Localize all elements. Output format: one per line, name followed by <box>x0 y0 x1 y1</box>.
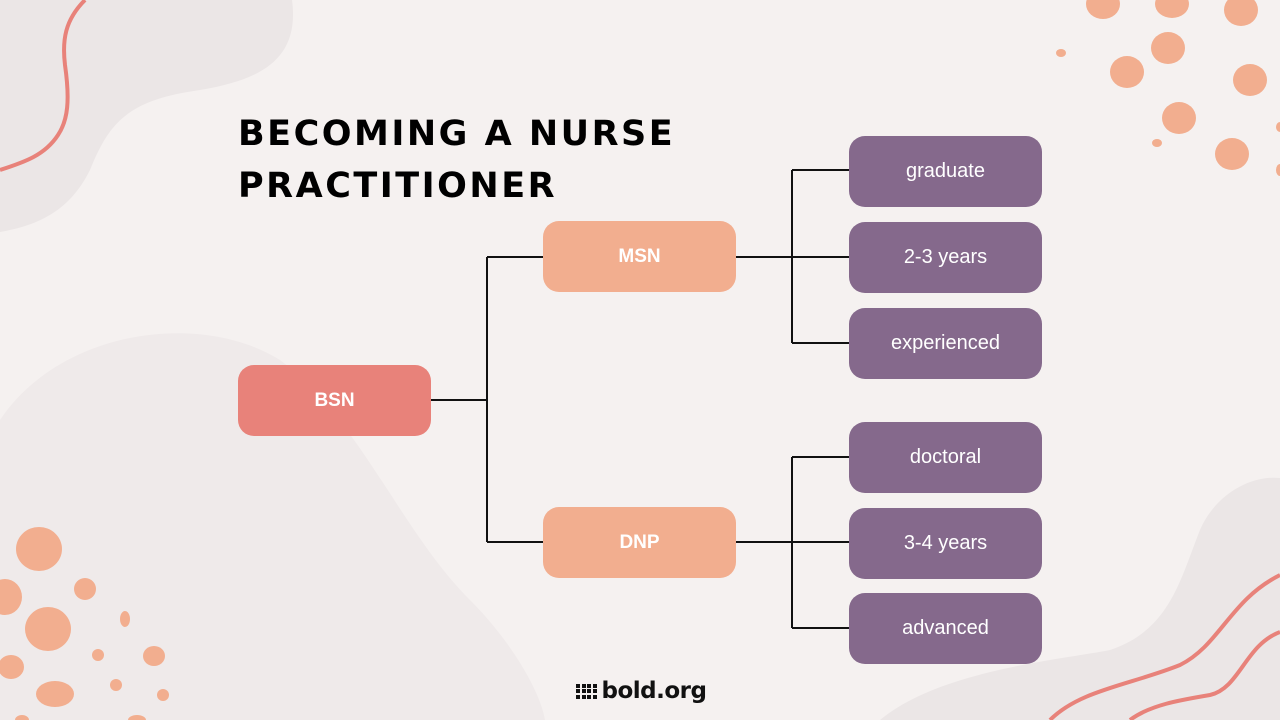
top-right-dots <box>1056 0 1280 176</box>
title-line-1: BECOMING A NURSE <box>238 114 676 154</box>
node-label: DNP <box>619 531 660 553</box>
bottom-right-wave-line-2 <box>1128 630 1280 720</box>
top-left-blob <box>0 0 294 232</box>
top-left-wave-line <box>0 0 87 172</box>
diagram-connectors <box>431 169 849 629</box>
node-graduate: graduate <box>849 136 1042 207</box>
bold-org-logo: bold.org <box>576 678 707 704</box>
node-label: 2-3 years <box>903 246 988 268</box>
bottom-right-blob <box>880 477 1280 720</box>
node-label: advanced <box>902 617 989 639</box>
node-label: 3-4 years <box>903 532 988 554</box>
title-line-2: PRACTITIONER <box>238 166 558 206</box>
node-2-3-years: 2-3 years <box>849 222 1042 293</box>
node-3-4-years: 3-4 years <box>849 508 1042 579</box>
bottom-left-blob <box>0 333 545 720</box>
node-advanced: advanced <box>849 593 1042 664</box>
node-label: graduate <box>906 160 985 182</box>
bottom-right-wave-line <box>1048 573 1280 720</box>
node-dnp: DNP <box>543 507 736 578</box>
page-title: BECOMING A NURSE PRACTITIONER <box>238 108 675 212</box>
bottom-left-dots <box>0 527 169 720</box>
node-bsn: BSN <box>238 365 431 436</box>
node-msn: MSN <box>543 221 736 292</box>
node-label: BSN <box>314 389 355 411</box>
grid-dots-icon <box>576 683 597 699</box>
node-label: MSN <box>618 245 661 267</box>
node-doctoral: doctoral <box>849 422 1042 493</box>
node-label: experienced <box>891 332 1000 354</box>
node-experienced: experienced <box>849 308 1042 379</box>
node-label: doctoral <box>909 446 982 468</box>
logo-text: bold.org <box>601 678 707 704</box>
